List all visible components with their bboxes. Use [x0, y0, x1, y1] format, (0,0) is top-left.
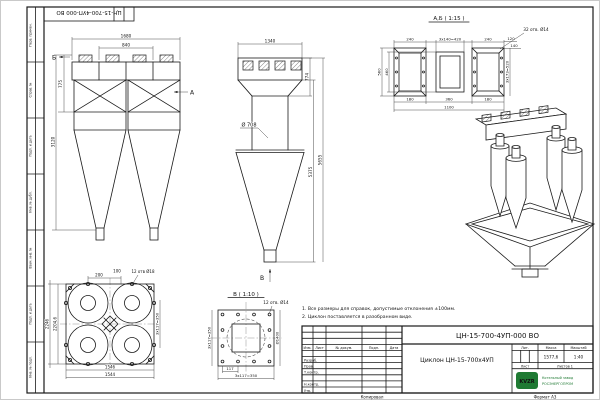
dim-2204: 2204,6 — [53, 317, 58, 331]
title-block: ЦН-15-700-4УП-000 ВО Циклон ЦН-15-700х4У… — [301, 325, 594, 394]
product-name: Циклон ЦН-15-700х4УП — [420, 357, 494, 364]
margin-cell-label: Инв. № дубл. — [29, 191, 33, 212]
margin-cell-label: Справ. № — [29, 82, 33, 97]
detail-v-view: В ( 1:10 ) 12 отв. Ø14 117 3х117=350 3х1… — [206, 292, 289, 380]
stamp-doc-number: ЦН-15-700-4УП-000 ВО — [56, 9, 122, 15]
holes-label-12-18: 12 отв Ø18 — [131, 269, 154, 274]
front-view: 1680 840 Б А 775 3120 — [50, 34, 195, 241]
row-nkontr: Н.контр. — [304, 383, 319, 387]
dim-5375: 5375 — [308, 166, 313, 177]
dim-775: 775 — [58, 80, 63, 88]
dim-360: 360 — [445, 97, 453, 102]
col-podp: Подп. — [369, 346, 379, 350]
margin-cell-label: Перв. примен. — [29, 23, 33, 46]
dim-100: 100 — [113, 269, 121, 274]
row-tkontr: Т.контр. — [303, 371, 319, 375]
detail-title: В ( 1:10 ) — [233, 292, 259, 298]
dim-460: 460 — [384, 68, 389, 76]
sheet-label: Лист — [521, 364, 530, 368]
dim-117: 117 — [226, 366, 234, 371]
dim-3x117-bottom: 3х117=350 — [235, 373, 258, 378]
mass-value: 1577,6 — [544, 355, 559, 360]
dim-1340: 1340 — [265, 39, 276, 44]
dim-1100: 1100 — [444, 105, 454, 110]
scale-label: Масштаб — [570, 346, 586, 350]
plan-view: 200 100 12 отв Ø18 2204,6 2246 1546 1544… — [44, 269, 160, 379]
logo-caption-1: Котельный завод — [542, 376, 574, 380]
holes-label-12-14: 12 отв. Ø14 — [263, 300, 289, 305]
margin-cell-label: Взам. инв. № — [29, 247, 33, 268]
row-prov: Пров. — [304, 364, 314, 368]
dim-180-left: 180 — [406, 97, 414, 102]
notes: 1. Все размеры для справок, допустимые о… — [302, 306, 455, 320]
dim-1546: 1546 — [105, 365, 116, 370]
dim-180-right: 180 — [484, 97, 492, 102]
section-ab-view: А,Б ( 1:15 ) 240 3х140=420 240 120 140 3… — [376, 16, 549, 112]
dim-240-right: 240 — [484, 37, 492, 42]
dim-1544: 1544 — [105, 372, 116, 377]
dim-840: 840 — [122, 43, 130, 48]
format-label: Формат А3 — [534, 395, 557, 400]
holes-label-32: 32 отв. Ø14 — [523, 27, 549, 32]
margin-cell-label: Подп. и дата — [29, 135, 33, 156]
col-data: Дата — [390, 346, 399, 350]
sheets-label: Листов 1 — [557, 364, 573, 368]
copied-label: Копировал — [361, 395, 384, 400]
row-razrab: Разраб. — [304, 358, 317, 362]
dim-5655: 5655 — [318, 154, 323, 165]
scale-value: 1:40 — [574, 355, 584, 360]
dim-diameter-708: Ø 708 — [241, 122, 256, 129]
top-stamp: ЦН-15-700-4УП-000 ВО — [43, 6, 135, 22]
lit-label: Лит. — [521, 346, 529, 350]
note-line-2: 2. Циклон поставляется в разобранном вид… — [302, 314, 412, 320]
logo-text: KVZR — [519, 379, 534, 385]
dim-774: 774 — [305, 73, 310, 81]
doc-number: ЦН-15-700-4УП-000 ВО — [456, 332, 539, 340]
bottom-margin: Копировал Формат А3 — [361, 395, 557, 400]
dim-140: 140 — [510, 43, 518, 48]
logo-caption-2: РОСЭНЕРГОПРОМ — [542, 382, 573, 386]
dim-120: 120 — [507, 36, 515, 41]
side-view: 1340 Ø 708 774 5375 5655 В — [235, 39, 325, 282]
col-doc: № докум. — [336, 346, 353, 350]
dim-240-left: 240 — [406, 37, 414, 42]
dim-3120: 3120 — [51, 136, 56, 147]
mass-label: Масса — [546, 346, 557, 350]
dim-3x117-left: 3х117=350 — [207, 326, 212, 349]
dim-3x140: 3х140=420 — [439, 37, 462, 42]
view-arrow-b: Б — [52, 55, 56, 62]
dim-detail-right: Ø1400 — [275, 331, 280, 344]
dim-560: 560 — [377, 68, 382, 76]
kvzr-logo — [516, 372, 538, 389]
margin-stamps: Перв. примен. Справ. № Подп. и дата Инв.… — [29, 23, 33, 377]
col-list: Лист — [315, 346, 324, 350]
section-title: А,Б ( 1:15 ) — [433, 16, 464, 22]
dim-3x173: 3х173=520 — [505, 60, 510, 83]
view-arrow-a: А — [190, 90, 195, 97]
dim-2246: 2246 — [45, 318, 50, 329]
note-line-1: 1. Все размеры для справок, допустимые о… — [302, 306, 455, 312]
margin-cell-label: Инв. № подл. — [29, 356, 33, 377]
margin-cell-label: Подп. и дата — [29, 303, 33, 324]
dim-200: 200 — [95, 273, 103, 278]
view-arrow-v: В — [260, 275, 264, 282]
dim-1680: 1680 — [121, 34, 132, 39]
col-izm: Изм. — [304, 346, 312, 350]
isometric-view — [464, 105, 596, 278]
row-utv: Утв. — [304, 389, 311, 393]
dim-plan-right: 3х117=350 — [155, 312, 160, 335]
